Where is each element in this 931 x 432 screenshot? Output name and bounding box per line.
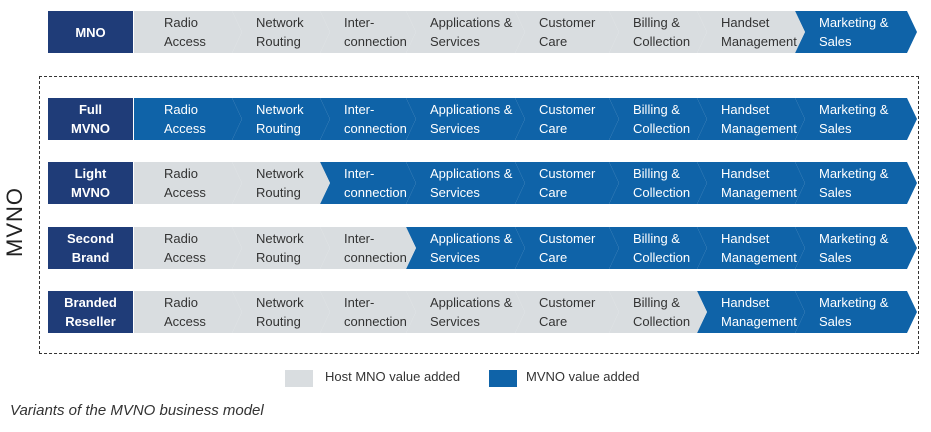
stage-label: Inter- connection: [344, 295, 407, 329]
stage-label: Handset Management: [721, 231, 797, 265]
stage-label: Radio Access: [164, 102, 206, 136]
stage-inter: Inter- connection: [320, 227, 416, 269]
stage-label: Handset Management: [721, 295, 797, 329]
stage-label: Applications & Services: [430, 102, 513, 136]
stage-applications: Applications & Services: [406, 98, 525, 140]
stage-billing: Billing & Collection: [609, 162, 707, 204]
stage-network: Network Routing: [232, 162, 330, 204]
stage-inter: Inter- connection: [320, 11, 416, 53]
stage-label: Applications & Services: [430, 295, 513, 329]
stage-label: Customer Care: [539, 166, 596, 200]
stage-applications: Applications & Services: [406, 162, 525, 204]
stage-label: Customer Care: [539, 15, 596, 49]
figure-caption: Variants of the MVNO business model: [10, 402, 264, 419]
stage-inter: Inter- connection: [320, 162, 416, 204]
stage-label: Inter- connection: [344, 102, 407, 136]
row-label: MNO: [48, 11, 133, 53]
stage-customer: Customer Care: [515, 227, 619, 269]
stage-applications: Applications & Services: [406, 291, 525, 333]
stage-label: Customer Care: [539, 231, 596, 265]
stage-label: Network Routing: [256, 295, 304, 329]
stage-label: Inter- connection: [344, 166, 407, 200]
stage-label: Marketing & Sales: [819, 102, 889, 136]
stage-label: Network Routing: [256, 15, 304, 49]
stage-handset: Handset Management: [697, 162, 805, 204]
stage-customer: Customer Care: [515, 98, 619, 140]
row-label: Light MVNO: [48, 162, 133, 204]
stage-label: Customer Care: [539, 295, 596, 329]
stage-inter: Inter- connection: [320, 98, 416, 140]
stage-label: Handset Management: [721, 166, 797, 200]
stage-marketing: Marketing & Sales: [795, 98, 917, 140]
stage-label: Applications & Services: [430, 231, 513, 265]
stage-applications: Applications & Services: [406, 11, 525, 53]
stage-label: Network Routing: [256, 102, 304, 136]
stage-label: Billing & Collection: [633, 295, 691, 329]
stage-label: Marketing & Sales: [819, 295, 889, 329]
mvno-group-label: MVNO: [2, 187, 27, 257]
stage-label: Billing & Collection: [633, 102, 691, 136]
stage-network: Network Routing: [232, 291, 330, 333]
legend-mvno-label: MVNO value added: [526, 369, 640, 384]
stage-label: Radio Access: [164, 15, 206, 49]
stage-label: Marketing & Sales: [819, 231, 889, 265]
row-label: Branded Reseller: [48, 291, 133, 333]
stage-customer: Customer Care: [515, 162, 619, 204]
stage-network: Network Routing: [232, 227, 330, 269]
stage-label: Radio Access: [164, 166, 206, 200]
stage-applications: Applications & Services: [406, 227, 525, 269]
stage-inter: Inter- connection: [320, 291, 416, 333]
stage-label: Marketing & Sales: [819, 166, 889, 200]
stage-billing: Billing & Collection: [609, 11, 707, 53]
stage-label: Network Routing: [256, 166, 304, 200]
stage-label: Handset Management: [721, 102, 797, 136]
stage-label: Radio Access: [164, 295, 206, 329]
stage-label: Applications & Services: [430, 166, 513, 200]
stage-label: Marketing & Sales: [819, 15, 889, 49]
stage-network: Network Routing: [232, 11, 330, 53]
stage-customer: Customer Care: [515, 291, 619, 333]
stage-marketing: Marketing & Sales: [795, 162, 917, 204]
stage-label: Customer Care: [539, 102, 596, 136]
row-label: Full MVNO: [48, 98, 133, 140]
stage-handset: Handset Management: [697, 291, 805, 333]
row-label: Second Brand: [48, 227, 133, 269]
legend-host-label: Host MNO value added: [325, 369, 461, 384]
mvno-group-frame: [39, 76, 919, 354]
stage-handset: Handset Management: [697, 227, 805, 269]
stage-marketing: Marketing & Sales: [795, 227, 917, 269]
stage-billing: Billing & Collection: [609, 227, 707, 269]
stage-radio: Radio Access: [134, 227, 242, 269]
stage-marketing: Marketing & Sales: [795, 291, 917, 333]
stage-label: Billing & Collection: [633, 166, 691, 200]
stage-billing: Billing & Collection: [609, 98, 707, 140]
stage-label: Applications & Services: [430, 15, 513, 49]
stage-handset: Handset Management: [697, 11, 805, 53]
stage-billing: Billing & Collection: [609, 291, 707, 333]
stage-label: Network Routing: [256, 231, 304, 265]
legend-mvno-swatch: [489, 370, 517, 387]
stage-network: Network Routing: [232, 98, 330, 140]
stage-radio: Radio Access: [134, 11, 242, 53]
stage-radio: Radio Access: [134, 291, 242, 333]
stage-handset: Handset Management: [697, 98, 805, 140]
stage-customer: Customer Care: [515, 11, 619, 53]
stage-marketing: Marketing & Sales: [795, 11, 917, 53]
stage-label: Inter- connection: [344, 231, 407, 265]
stage-label: Handset Management: [721, 15, 797, 49]
stage-radio: Radio Access: [134, 162, 242, 204]
stage-label: Radio Access: [164, 231, 206, 265]
stage-label: Billing & Collection: [633, 231, 691, 265]
stage-radio: Radio Access: [134, 98, 242, 140]
legend-host-swatch: [285, 370, 313, 387]
stage-label: Billing & Collection: [633, 15, 691, 49]
stage-label: Inter- connection: [344, 15, 407, 49]
